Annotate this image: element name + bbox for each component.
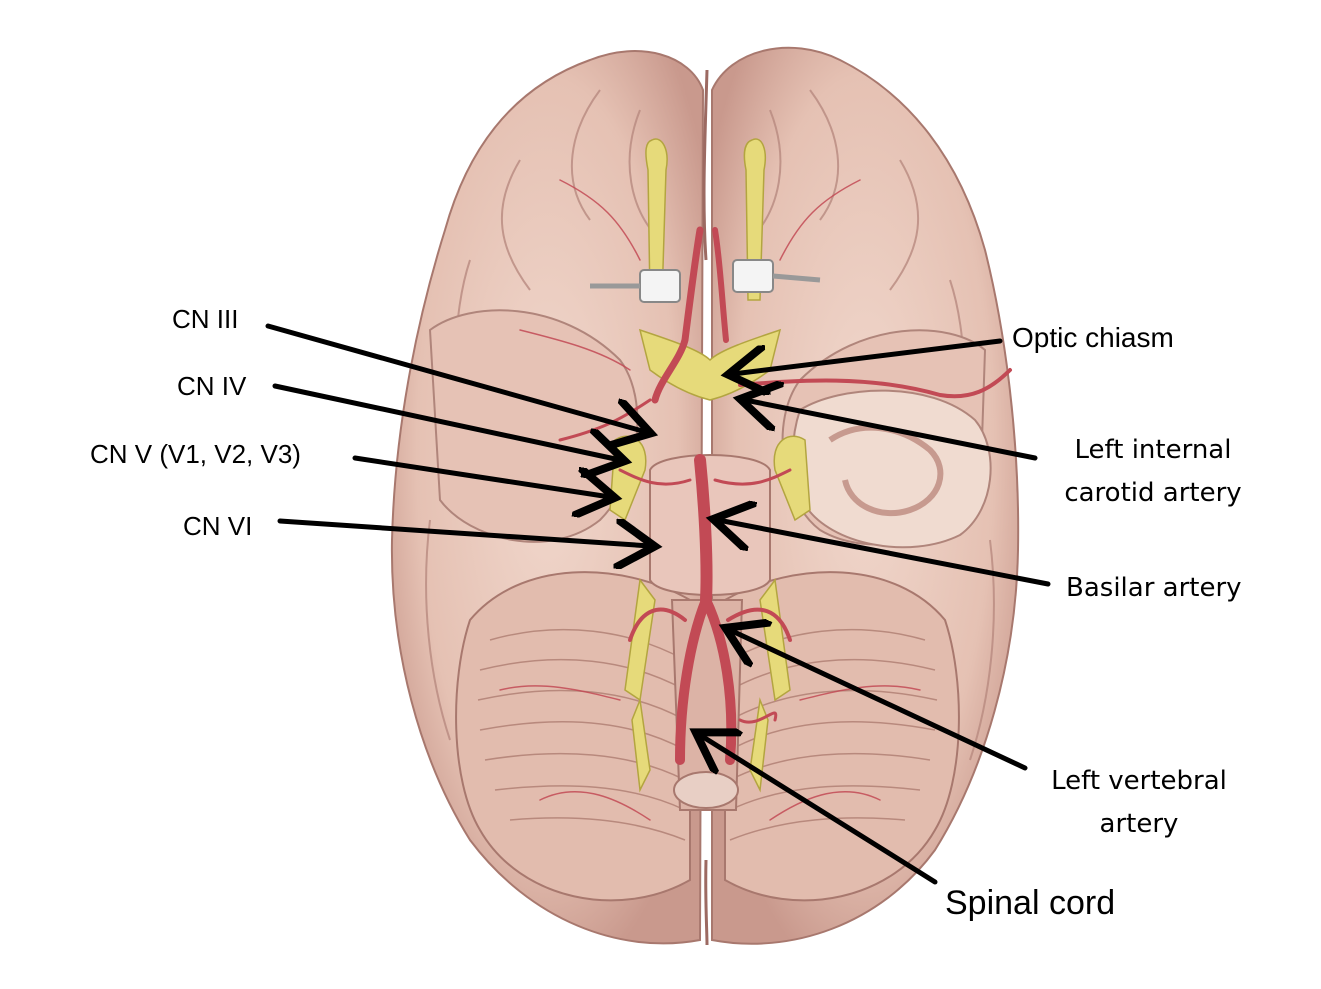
- label-cn3: CN III: [172, 304, 239, 334]
- label-left-ica-line1: Left internal: [1074, 435, 1232, 465]
- label-left-ica: Left internal carotid artery: [1048, 434, 1258, 509]
- arrow-optic-chiasm: [733, 338, 1003, 374]
- arrow-cn6: [277, 518, 650, 546]
- label-left-vertebral: Left vertebral artery: [1034, 765, 1244, 840]
- arrow-left-ica: [745, 400, 1038, 461]
- label-left-vertebral-line2: artery: [1099, 808, 1179, 839]
- label-spinal-cord: Spinal cord: [945, 884, 1116, 922]
- arrow-cn3: [265, 323, 646, 432]
- clamps: [590, 259, 821, 303]
- arrow-spinal-cord: [700, 735, 938, 885]
- label-cn4: CN IV: [177, 371, 247, 401]
- arrow-basilar: [718, 520, 1051, 587]
- arrow-cn5: [352, 455, 610, 497]
- label-cn5: CN V (V1, V2, V3): [90, 439, 301, 469]
- pointer-arrows: [265, 323, 1051, 885]
- arrow-cn4: [272, 383, 620, 460]
- spinal-cord-cut: [673, 771, 739, 809]
- arteries: [499, 179, 1012, 821]
- label-basilar: Basilar artery: [1066, 573, 1242, 603]
- arrow-left-vertebral: [730, 630, 1028, 771]
- label-left-ica-line2: carotid artery: [1064, 477, 1242, 508]
- label-cn6: CN VI: [183, 511, 253, 541]
- label-left-vertebral-line1: Left vertebral: [1051, 766, 1227, 796]
- label-optic-chiasm: Optic chiasm: [1012, 322, 1174, 353]
